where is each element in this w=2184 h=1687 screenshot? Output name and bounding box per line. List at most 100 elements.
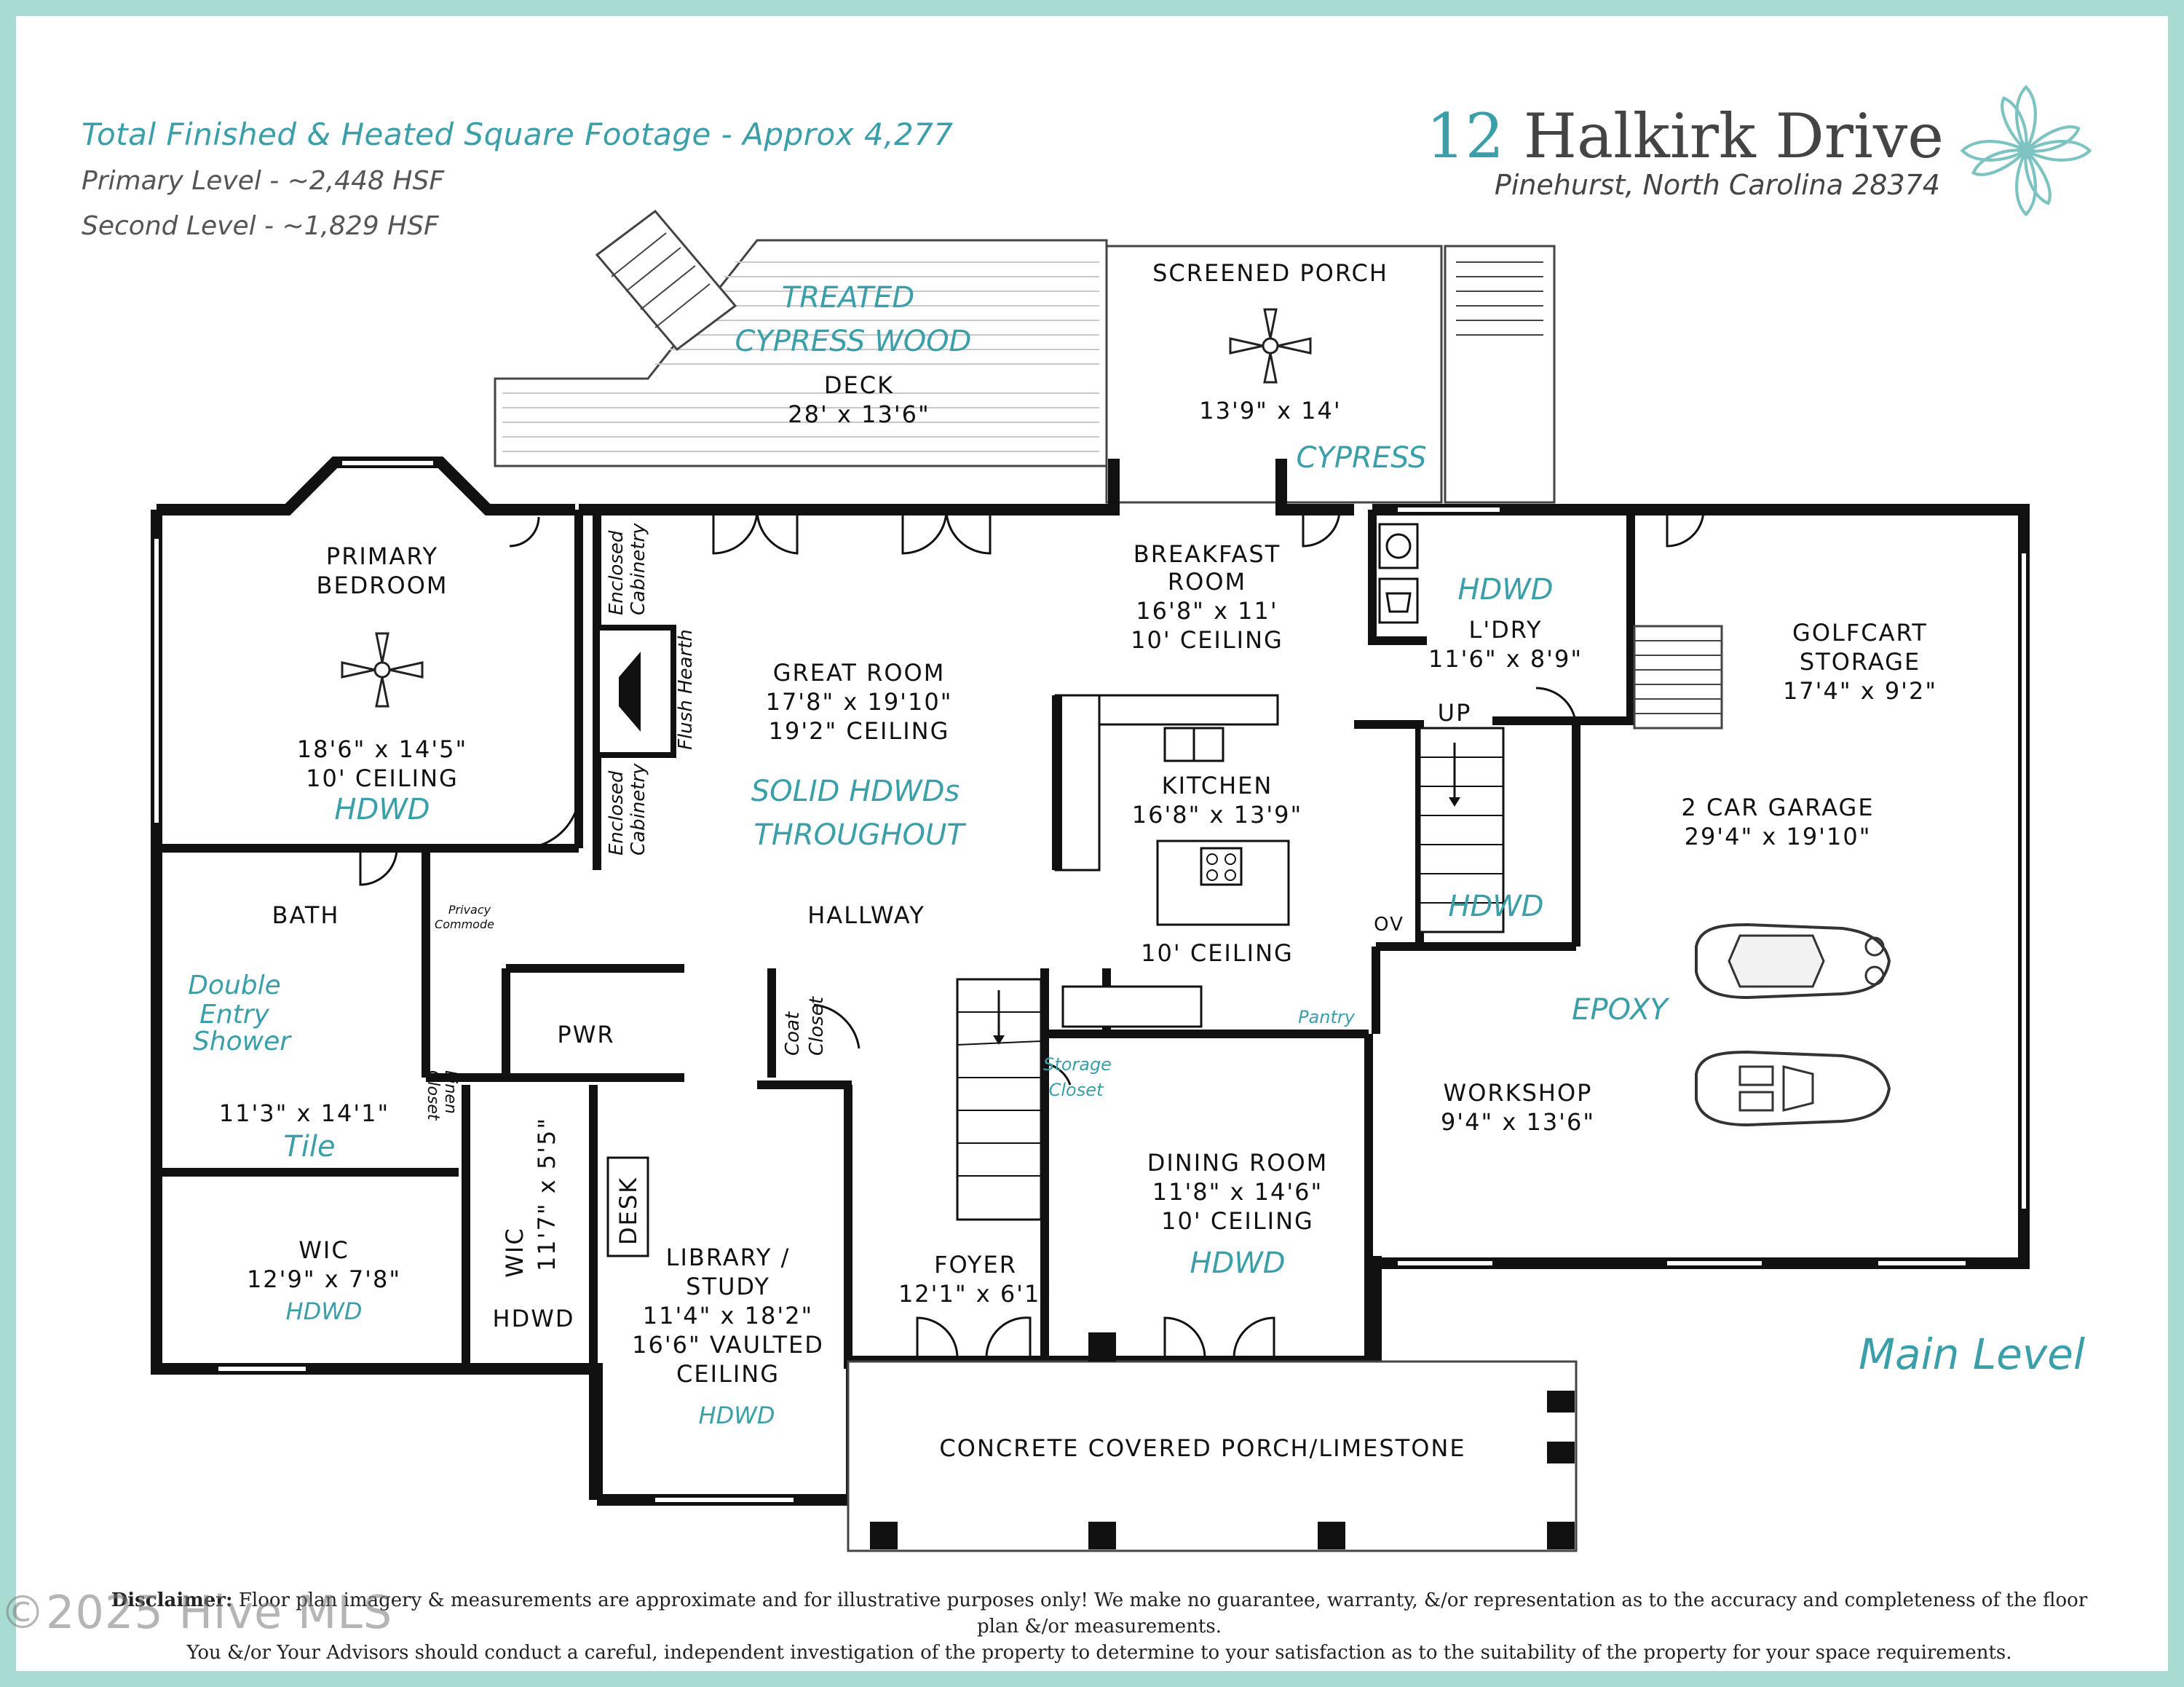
hallway-label: HALLWAY [807, 901, 925, 929]
storage-closet-line2: Closet [1049, 1080, 1104, 1100]
wic-right-size: 11'7" x 5'5" [533, 1117, 561, 1271]
dining-room-name: DINING ROOM [1147, 1149, 1329, 1177]
laundry-size: 11'6" x 8'9" [1428, 645, 1583, 673]
address-number: 12 [1426, 100, 1505, 172]
kitchen-ceiling: 10' CEILING [1141, 939, 1294, 967]
great-room-size: 17'8" x 19'10" [766, 688, 953, 716]
disclaimer: Disclaimer: Floor plan imagery & measure… [102, 1587, 2097, 1666]
library-ceiling2: CEILING [676, 1360, 780, 1388]
second-level-sqft: Second Level - ~1,829 HSF [82, 211, 439, 241]
garage-floor: EPOXY [1572, 993, 1670, 1027]
laundry-name: L'DRY [1469, 616, 1543, 644]
wic-right-name: WIC [501, 1227, 529, 1277]
bath-shower-line3: Shower [193, 1027, 292, 1056]
golfcart-storage-name2: STORAGE [1800, 648, 1920, 676]
breakfast-room-name2: ROOM [1168, 568, 1246, 596]
deck-note-treated: TREATED [782, 281, 914, 315]
screened-porch-note: CYPRESS [1297, 441, 1427, 475]
primary-level-sqft: Primary Level - ~2,448 HSF [82, 166, 445, 196]
car-icon [1695, 922, 1891, 1000]
disclaimer-line2: You &/or Your Advisors should conduct a … [186, 1642, 2012, 1664]
enclosed-cabinetry-top-line2: Cabinetry [628, 523, 649, 615]
enclosed-cabinetry-bottom-line2: Cabinetry [628, 763, 649, 856]
desk-box [606, 1156, 649, 1257]
level-label: Main Level [1858, 1330, 2085, 1379]
linen-closet-line2: Closet [424, 1070, 442, 1121]
cooktop-icon [1200, 847, 1243, 886]
coat-closet-line1: Coat [782, 1011, 804, 1056]
pantry-label: Pantry [1298, 1007, 1356, 1027]
bath-name: BATH [272, 901, 340, 929]
bath-shower-line1: Double [188, 971, 281, 1000]
library-size: 11'4" x 18'2" [643, 1302, 813, 1330]
bath-size: 11'3" x 14'1" [219, 1099, 389, 1127]
privacy-commode-line2: Commode [435, 917, 494, 931]
coat-closet-line2: Closet [806, 996, 828, 1056]
dining-room-floor: HDWD [1190, 1247, 1285, 1280]
property-city: Pinehurst, North Carolina 28374 [1494, 169, 1940, 201]
deck-note-cypress: CYPRESS WOOD [735, 325, 972, 358]
disclaimer-label: Disclaimer: [111, 1589, 233, 1611]
flush-hearth-label: Flush Hearth [675, 629, 697, 750]
great-room-name: GREAT ROOM [773, 659, 946, 687]
primary-bedroom-floor: HDWD [334, 793, 430, 826]
wic-left-floor: HDWD [286, 1297, 363, 1325]
foyer-stairs [956, 978, 1042, 1221]
primary-bedroom-name1: PRIMARY [326, 542, 438, 570]
deck-size: 28' x 13'6" [788, 400, 930, 428]
storage-closet-line1: Storage [1043, 1054, 1112, 1075]
front-porch-area [847, 1332, 1578, 1552]
kitchen-island [1156, 839, 1290, 926]
magnolia-logo-icon [1960, 84, 2092, 217]
primary-bedroom-ceiling: 10' CEILING [306, 765, 459, 792]
oven-label: OV [1374, 914, 1404, 936]
foyer-size: 12'1" x 6'1" [898, 1280, 1053, 1308]
privacy-commode-line1: Privacy [448, 903, 491, 917]
breakfast-room-ceiling: 10' CEILING [1131, 626, 1283, 654]
watermark: ©2025 Hive MLS [0, 1586, 393, 1639]
primary-bedroom-name2: BEDROOM [316, 572, 448, 599]
library-ceiling1: 16'6" VAULTED [632, 1331, 824, 1359]
screened-porch-size: 13'9" x 14' [1199, 397, 1341, 424]
garage-stairs [1633, 625, 1723, 730]
stairs-up-label: UP [1438, 699, 1472, 727]
convertible-car-icon [1695, 1050, 1891, 1127]
total-square-footage-title: Total Finished & Heated Square Footage -… [82, 116, 954, 152]
great-room-floor1: SOLID HDWDs [751, 775, 960, 808]
garage-size: 29'4" x 19'10" [1685, 823, 1872, 850]
golfcart-storage-size: 17'4" x 9'2" [1783, 677, 1937, 705]
wic-right-floor: HDWD [493, 1305, 575, 1332]
deck-name: DECK [824, 371, 894, 399]
workshop-name: WORKSHOP [1444, 1079, 1593, 1107]
library-floor: HDWD [699, 1402, 775, 1429]
linen-closet-line1: Linen [441, 1070, 459, 1114]
great-room-floor2: THROUGHOUT [753, 818, 967, 852]
ceiling-fan-icon [1229, 308, 1312, 384]
dryer-icon [1378, 577, 1419, 624]
kitchen-size: 16'8" x 13'9" [1132, 801, 1302, 829]
dining-room-size: 11'8" x 14'6" [1152, 1178, 1323, 1206]
windows [154, 442, 2026, 1502]
deck-area [494, 209, 1108, 467]
breakfast-room-size: 16'8" x 11' [1136, 597, 1278, 625]
bath-shower-line2: Entry [199, 1000, 269, 1030]
library-name2: STUDY [686, 1273, 770, 1300]
interior-walls [157, 510, 1635, 1500]
sink-icon [1163, 727, 1224, 762]
stairs-floor: HDWD [1448, 890, 1543, 923]
great-room-ceiling: 19'2" CEILING [769, 717, 950, 745]
enclosed-cabinetry-bottom-line1: Enclosed [606, 770, 628, 856]
enclosed-cabinetry-top-line1: Enclosed [606, 530, 628, 615]
powder-room-label: PWR [557, 1021, 614, 1048]
bath-floor: Tile [283, 1130, 335, 1163]
fireplace-icon [594, 625, 676, 758]
kitchen-counters [1052, 694, 1290, 1028]
workshop-size: 9'4" x 13'6" [1441, 1108, 1595, 1136]
main-stairs [1418, 727, 1505, 933]
wic-left-name: WIC [298, 1236, 349, 1264]
library-name1: LIBRARY / [666, 1244, 791, 1271]
porch-label: CONCRETE COVERED PORCH/LIMESTONE [939, 1434, 1465, 1462]
dining-room-ceiling: 10' CEILING [1161, 1207, 1314, 1235]
kitchen-name: KITCHEN [1162, 772, 1273, 799]
